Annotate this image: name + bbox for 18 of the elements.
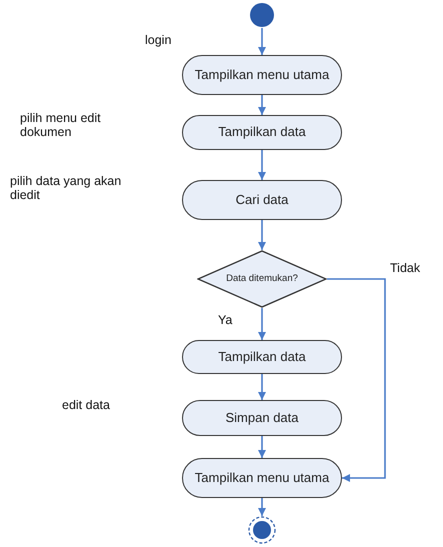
arrow — [258, 436, 266, 458]
arrow — [258, 374, 266, 400]
arrow — [258, 150, 266, 180]
action-box: Tampilkan menu utama — [182, 458, 342, 498]
end-node — [248, 516, 276, 544]
arrow — [258, 498, 266, 516]
action-box: Simpan data — [182, 400, 342, 436]
arrow — [258, 308, 266, 340]
start-node — [249, 2, 275, 28]
arrow — [258, 28, 266, 55]
action-box: Tampilkan data — [182, 115, 342, 150]
action-box: Tampilkan menu utama — [182, 55, 342, 95]
action-box: Cari data — [182, 180, 342, 220]
action-box: Tampilkan data — [182, 340, 342, 374]
arrow — [258, 95, 266, 115]
arrow — [258, 220, 266, 250]
decision-diamond: Data ditemukan? — [197, 250, 327, 308]
arrow — [327, 278, 386, 482]
